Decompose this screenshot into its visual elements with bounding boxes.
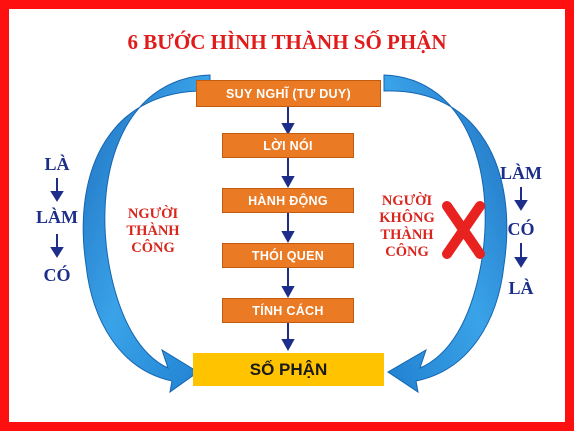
fail-label-line-4: CÔNG [385, 244, 429, 260]
right-chain-item-3: LÀ [508, 278, 534, 298]
success-label-line-2: THÀNH [126, 223, 180, 239]
step-hanh-dong: HÀNH ĐỘNG [222, 188, 354, 213]
x-mark-icon [442, 201, 485, 259]
success-label-line-3: CÔNG [131, 240, 175, 256]
step-thoi-quen: THÓI QUEN [222, 243, 354, 268]
fail-label-line-2: KHÔNG [379, 210, 435, 226]
left-curved-arrow [82, 74, 211, 394]
step-loi-noi: LỜI NÓI [222, 133, 354, 158]
final-box-so-phan: SỐ PHẬN [193, 353, 384, 386]
right-chain-arrows [514, 187, 528, 268]
success-label: NGƯỜI THÀNH CÔNG [108, 206, 198, 257]
right-chain-item-2: CÓ [507, 219, 535, 239]
step-tinh-cach: TÍNH CÁCH [222, 298, 354, 323]
left-chain-item-2: LÀM [36, 207, 78, 227]
diagram-title: 6 BƯỚC HÌNH THÀNH SỐ PHẬN [127, 30, 447, 54]
fail-label-line-3: THÀNH [380, 227, 434, 243]
fail-label: NGƯỜI KHÔNG THÀNH CÔNG [362, 193, 452, 261]
step-suy-nghi: SUY NGHĨ (TƯ DUY) [196, 80, 381, 107]
fail-label-line-1: NGƯỜI [381, 193, 433, 209]
right-chain-item-1: LÀM [500, 163, 542, 183]
right-curved-arrow [383, 74, 508, 394]
left-chain-item-3: CÓ [43, 265, 71, 285]
left-chain-item-1: LÀ [44, 154, 70, 174]
left-chain-arrows [50, 178, 64, 258]
step-connector-arrows [281, 107, 295, 352]
success-label-line-1: NGƯỜI [127, 206, 179, 222]
